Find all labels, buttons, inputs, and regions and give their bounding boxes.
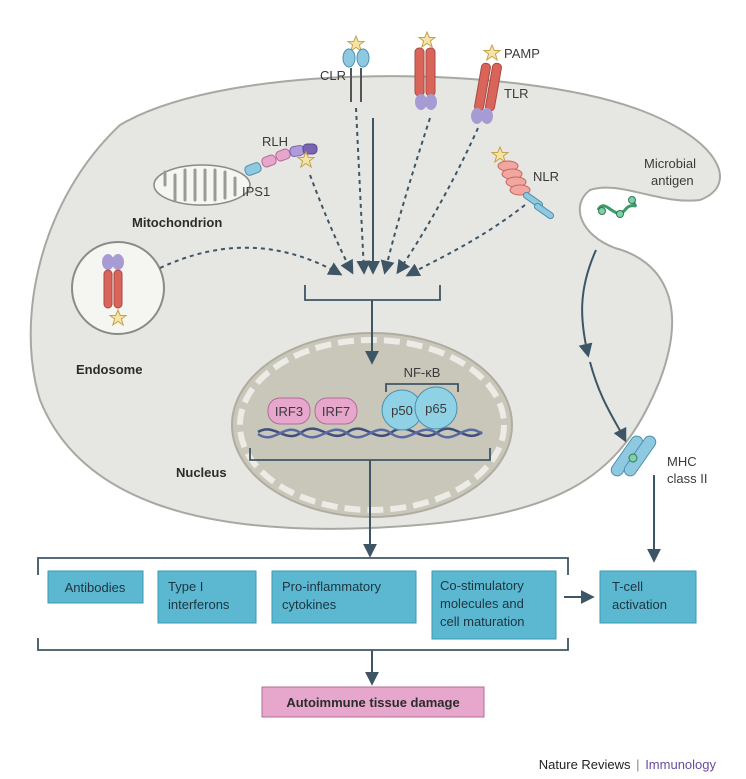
journal-credit: Nature Reviews | Immunology	[539, 757, 716, 772]
nfkb-label: NF-κB	[404, 365, 441, 380]
nlr-label: NLR	[533, 169, 559, 184]
autoimmune-damage-label: Autoimmune tissue damage	[286, 695, 459, 710]
tlr-receptor-1	[414, 31, 437, 110]
type1-label-line1: Type I	[168, 579, 203, 594]
microbial-antigen-label-line1: Microbial	[644, 156, 696, 171]
microbial-antigen-label-line2: antigen	[651, 173, 694, 188]
cytokines-box	[271, 570, 417, 624]
irf7-protein	[314, 397, 358, 425]
tcell-label-line2: activation	[612, 597, 667, 612]
costimulatory-box	[431, 570, 557, 640]
outputs-bracket-top	[37, 557, 569, 575]
antigen-arrow-1	[578, 249, 597, 358]
tlr-receptor-2	[471, 44, 502, 124]
nlr-receptor	[491, 146, 555, 220]
costim-label-line3: cell maturation	[440, 614, 525, 629]
tcell-label-line1: T-cell	[612, 579, 643, 594]
costim-label-line1: Co-stimulatory	[440, 578, 524, 593]
endosome	[71, 241, 165, 335]
antibodies-box	[47, 570, 144, 604]
microbial-antigen	[596, 196, 637, 218]
p65-label: p65	[425, 401, 447, 416]
cytokines-label-line2: cytokines	[282, 597, 337, 612]
pamp-label: PAMP	[504, 46, 540, 61]
mhc-label-line2: class II	[667, 471, 707, 486]
irf7-label: IRF7	[322, 404, 350, 419]
mitochondrion	[153, 164, 251, 206]
irf3-protein	[267, 397, 311, 425]
nfkb-bracket	[385, 383, 459, 392]
journal-name: Nature Reviews	[538, 757, 631, 772]
outputs-bracket-bottom	[37, 638, 569, 651]
mitochondrion-label: Mitochondrion	[132, 215, 222, 230]
p50-label: p50	[391, 403, 413, 418]
signal-arrows	[159, 107, 526, 277]
p65-protein	[414, 386, 458, 430]
antibodies-label: Antibodies	[65, 580, 126, 595]
type1-interferons-box	[157, 570, 257, 624]
tlr-label: TLR	[504, 86, 529, 101]
autoimmune-damage-box	[261, 686, 485, 718]
type1-label-line2: interferons	[168, 597, 230, 612]
dna-strand	[257, 427, 483, 439]
rlh-receptor	[244, 143, 318, 176]
journal-subject: Immunology	[645, 757, 716, 772]
clr-receptor	[342, 35, 370, 102]
tcell-activation-box	[599, 570, 697, 624]
clr-label: CLR	[320, 68, 346, 83]
rlh-label: RLH	[262, 134, 288, 149]
mhc-label-line1: MHC	[667, 454, 697, 469]
irf3-label: IRF3	[275, 404, 303, 419]
costim-label-line2: molecules and	[440, 596, 524, 611]
cytokines-label-line1: Pro-inflammatory	[282, 579, 381, 594]
nucleus-label: Nucleus	[176, 465, 227, 480]
antigen-arrow-2	[589, 361, 627, 443]
mhc-class-ii	[610, 435, 657, 477]
endosome-label: Endosome	[76, 362, 142, 377]
ips1-label: IPS1	[242, 184, 270, 199]
credit-separator: |	[636, 757, 640, 772]
